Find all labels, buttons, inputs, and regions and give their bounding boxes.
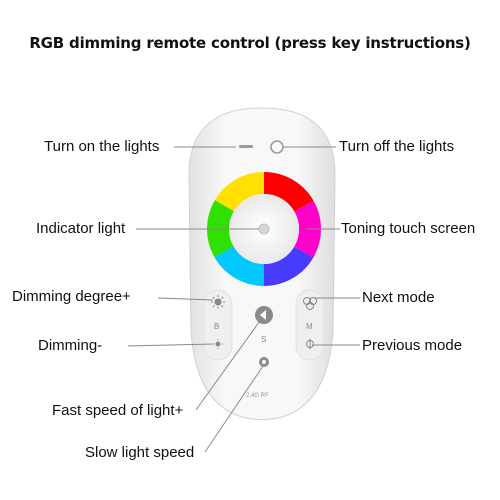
off-button-icon[interactable] <box>270 140 284 154</box>
page-title: RGB dimming remote control (press key in… <box>29 34 471 52</box>
label-turn-on: Turn on the lights <box>44 138 160 155</box>
label-dimming-down: Dimming- <box>38 337 103 354</box>
label-dim-up: Dimming degree+ <box>12 288 131 305</box>
label-next-mode: Next mode <box>362 289 435 306</box>
mode-pill <box>295 289 325 361</box>
speed-up-icon <box>260 310 266 320</box>
button-s-label: S <box>261 335 267 344</box>
label-prev-mode: Previous mode <box>362 337 463 354</box>
label-turn-off: Turn off the lights <box>339 138 455 155</box>
label-fast-speed: Fast speed of light+ <box>52 402 184 419</box>
label-toning: Toning touch screen <box>341 220 476 237</box>
on-button-icon[interactable] <box>239 145 253 148</box>
previous-mode-icon[interactable] <box>306 339 314 349</box>
label-slow-speed: Slow light speed <box>85 444 195 461</box>
brightness-pill <box>203 289 233 361</box>
speed-down-icon <box>262 360 266 364</box>
button-m-label: M <box>306 322 313 331</box>
brand-text: 2.4G RF <box>246 393 269 399</box>
indicator-light-icon <box>258 223 270 235</box>
brightness-down-icon[interactable] <box>213 339 223 349</box>
brightness-up-icon[interactable] <box>211 295 225 309</box>
label-indicator: Indicator light <box>36 220 126 237</box>
leader-lines <box>127 146 360 453</box>
button-b-label: B <box>214 322 220 331</box>
next-mode-icon[interactable] <box>303 297 317 310</box>
